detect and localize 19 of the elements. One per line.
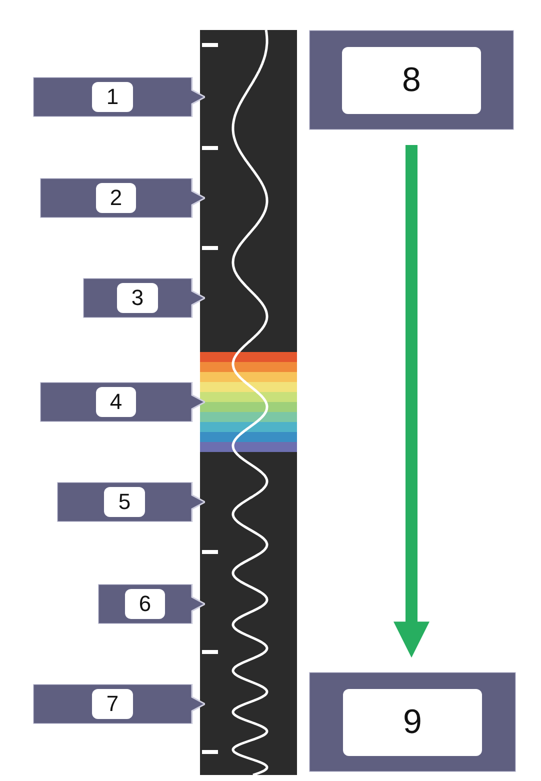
callout-box xyxy=(57,482,205,522)
label-text: 4 xyxy=(96,387,136,417)
callout-box xyxy=(83,278,205,318)
label-text: 8 xyxy=(342,46,481,114)
label-text: 5 xyxy=(104,487,145,517)
callout-box xyxy=(33,77,205,117)
label-text: 2 xyxy=(96,183,136,213)
callout-box xyxy=(40,382,205,422)
arrow xyxy=(394,145,430,658)
callout-box xyxy=(40,178,205,218)
label-text: 7 xyxy=(92,689,133,719)
label-box xyxy=(309,672,516,772)
label-text: 9 xyxy=(343,688,482,756)
callout-box xyxy=(33,684,205,724)
callout-box xyxy=(98,584,205,624)
label-text: 1 xyxy=(92,82,133,112)
label-text: 3 xyxy=(117,283,158,313)
label-box xyxy=(309,30,514,130)
label-text: 6 xyxy=(124,589,166,619)
